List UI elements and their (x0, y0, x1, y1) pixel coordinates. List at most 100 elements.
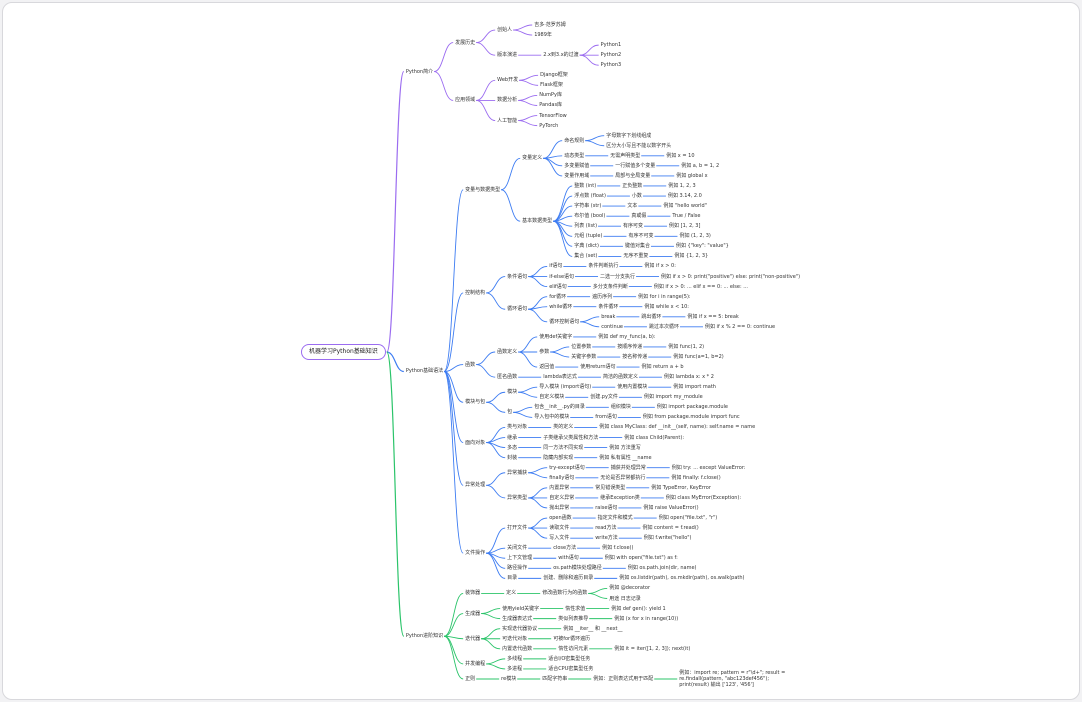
leaf-node[interactable]: 例如 if x > 0: (644, 263, 676, 270)
topic-node[interactable]: 多态 (507, 444, 518, 451)
topic-node[interactable]: 匿名函数 (497, 374, 518, 381)
topic-node[interactable]: try-except语句 (549, 464, 585, 471)
leaf-node[interactable]: 例如 if x > 0: print("positive") else: pri… (661, 273, 801, 280)
topic-node[interactable]: 匹配字符串 (542, 676, 568, 682)
topic-node[interactable]: 惰性求值 (565, 605, 586, 612)
topic-node[interactable]: 按名称传递 (622, 354, 648, 361)
leaf-node[interactable]: 例如 it = iter([1, 2, 3]); next(it) (614, 645, 691, 652)
leaf-node[interactable]: 例如 class MyError(Exception): (665, 494, 742, 501)
topic-node[interactable]: re模块 (501, 676, 517, 682)
leaf-node[interactable]: 字母数字下划线组成 (606, 132, 652, 139)
topic-node[interactable]: 元组 (tuple) (574, 233, 603, 240)
leaf-node[interactable]: True / False (672, 213, 701, 220)
topic-node[interactable]: 无序不重复 (623, 253, 649, 260)
topic-node[interactable]: 跳出循环 (641, 313, 662, 320)
leaf-node[interactable]: 适合CPU密集型任务 (548, 665, 594, 672)
topic-node[interactable]: 列表 (list) (574, 223, 598, 230)
leaf-node[interactable]: 例如 import my_module (643, 394, 703, 401)
topic-node[interactable]: 可迭代对象 (502, 635, 528, 642)
topic-node[interactable]: close方法 (553, 545, 577, 552)
leaf-node[interactable]: 例如 if x == 5: break (687, 313, 739, 320)
topic-node[interactable]: 读取文件 (549, 525, 570, 532)
leaf-node[interactable]: 例如 return a + b (641, 364, 684, 371)
leaf-node[interactable]: 1989年 (534, 32, 552, 39)
topic-node[interactable]: 创建、删除和遍历目录 (543, 575, 594, 582)
leaf-node[interactable]: 例如 finally: f.close() (671, 474, 721, 481)
topic-node[interactable]: from语句 (595, 414, 617, 421)
leaf-node[interactable]: 例如 content = f.read() (642, 525, 699, 532)
topic-node[interactable]: 打开文件 (507, 525, 528, 532)
leaf-node[interactable]: 例如 while x < 10: (644, 303, 689, 310)
topic-node[interactable]: 控制结构 (465, 289, 486, 296)
leaf-node[interactable]: 例如 func(1, 2) (668, 343, 705, 350)
topic-node[interactable]: 类似列表推导 (558, 615, 589, 622)
topic-node[interactable]: Python简介 (405, 68, 434, 75)
topic-node[interactable]: for循环 (549, 293, 567, 300)
topic-node[interactable]: 字符串 (str) (574, 203, 602, 210)
topic-node[interactable]: 有序可变 (623, 223, 644, 230)
leaf-node[interactable]: 例如 raise ValueError() (643, 504, 699, 511)
topic-node[interactable]: 导入包中的模块 (534, 414, 570, 421)
topic-node[interactable]: 上下文管理 (507, 555, 533, 562)
topic-node[interactable]: os.path模块处理路径 (553, 565, 602, 572)
topic-node[interactable]: 浮点数 (float) (574, 193, 606, 200)
topic-node[interactable]: raise语句 (595, 504, 618, 511)
topic-node[interactable]: 同一方法不同实现 (543, 444, 584, 451)
root-topic[interactable]: 机器学习Python基础知识 (301, 344, 386, 360)
leaf-node[interactable]: 可被for循环遍历 (553, 635, 591, 642)
topic-node[interactable]: 封装 (507, 454, 518, 461)
topic-node[interactable]: 无论是否异常都执行 (600, 474, 646, 481)
topic-node[interactable]: 生成器 (465, 610, 481, 617)
topic-node[interactable]: 多进程 (507, 665, 523, 672)
leaf-node[interactable]: Python3 (600, 62, 622, 69)
topic-node[interactable]: 遍历序列 (592, 293, 613, 300)
topic-node[interactable]: 参数 (539, 349, 550, 355)
leaf-node[interactable]: 例如 3.14, 2.0 (667, 193, 702, 200)
topic-node[interactable]: 正负整数 (622, 182, 643, 189)
topic-node[interactable]: Python进阶知识 (405, 633, 444, 640)
leaf-node[interactable]: 适合I/O密集型任务 (548, 655, 591, 662)
topic-node[interactable]: lambda表达式 (543, 374, 577, 381)
topic-node[interactable]: 修改函数行为的函数 (542, 590, 588, 597)
topic-node[interactable]: 小数 (631, 193, 642, 200)
leaf-node[interactable]: 例如 {"key": "value"} (675, 243, 729, 250)
topic-node[interactable]: 组织模块 (610, 404, 631, 411)
topic-node[interactable]: 正则 (465, 676, 476, 682)
topic-node[interactable]: 2.x到3.x的过渡 (543, 52, 579, 59)
topic-node[interactable]: 简洁的函数定义 (602, 374, 638, 381)
leaf-node[interactable]: Pandas库 (539, 102, 563, 109)
topic-node[interactable]: 布尔值 (bool) (574, 213, 606, 220)
topic-node[interactable]: 无需声明类型 (610, 152, 641, 159)
leaf-node[interactable]: 例如 for i in range(5): (638, 293, 691, 300)
leaf-node[interactable]: 例如 TypeError, KeyError (651, 484, 711, 491)
leaf-node[interactable]: 例如 func(a=1, b=2) (673, 354, 724, 361)
leaf-node[interactable]: 例如 if x % 2 == 0: continue (704, 323, 776, 330)
topic-node[interactable]: 局部与全局变量 (615, 172, 651, 179)
topic-node[interactable]: 模块与包 (465, 399, 486, 406)
leaf-node[interactable]: 用途 日志记录 (609, 595, 641, 602)
leaf-node[interactable]: 例如 {1, 2, 3} (674, 253, 709, 260)
topic-node[interactable]: 变量与数据类型 (465, 186, 501, 193)
topic-node[interactable]: 迭代器 (465, 635, 481, 642)
leaf-node[interactable]: 例如 def my_func(a, b): (598, 333, 656, 340)
topic-node[interactable]: elif语句 (549, 283, 567, 290)
leaf-node[interactable]: 例如 (x for x in range(10)) (614, 615, 679, 622)
leaf-node[interactable]: 例如：import re; pattern = r"\d+"; result =… (679, 670, 786, 688)
leaf-node[interactable]: PyTorch (539, 122, 559, 129)
topic-node[interactable]: 多变量赋值 (564, 162, 590, 169)
topic-node[interactable]: 二选一分支执行 (600, 273, 636, 280)
topic-node[interactable]: 多分支条件判断 (592, 283, 628, 290)
topic-node[interactable]: 数据分析 (497, 97, 518, 104)
leaf-node[interactable]: 例如 f.close() (602, 545, 634, 552)
leaf-node[interactable]: 例如 from package.module import func (642, 414, 740, 421)
topic-node[interactable]: 使用内置模块 (617, 384, 648, 391)
topic-node[interactable]: 使用return语句 (580, 364, 616, 371)
topic-node[interactable]: 字典 (dict) (574, 243, 599, 250)
topic-node[interactable]: if-else语句 (549, 273, 575, 280)
topic-node[interactable]: 键值对集合 (624, 243, 650, 250)
leaf-node[interactable]: NumPy库 (539, 92, 562, 99)
topic-node[interactable]: 目录 (507, 575, 518, 582)
topic-node[interactable]: 使用yield关键字 (502, 605, 540, 612)
topic-node[interactable]: break (601, 313, 616, 320)
leaf-node[interactable]: 例如 if x > 0: ... elif x == 0: ... else: … (653, 283, 749, 290)
